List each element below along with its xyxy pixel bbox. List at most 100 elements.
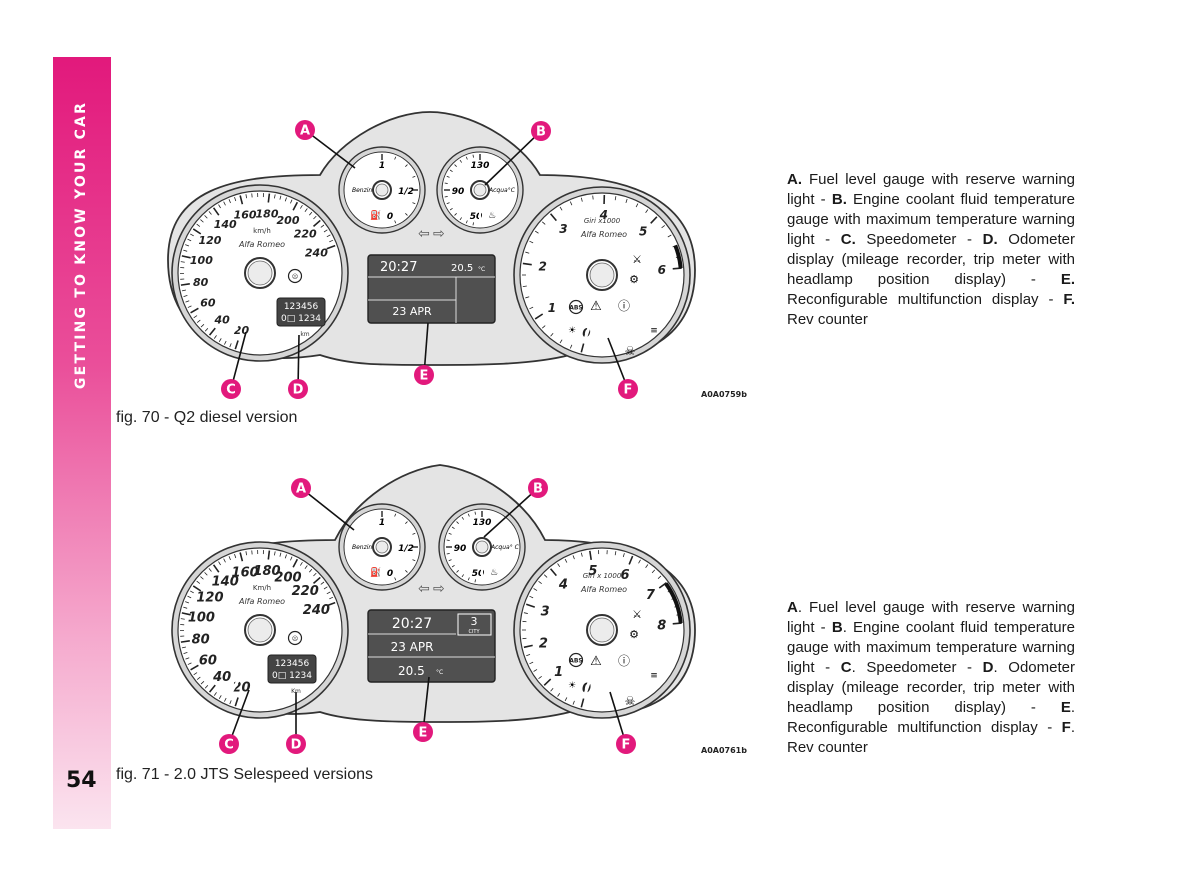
label-e: E	[1060, 699, 1071, 716]
tick-mark	[526, 654, 531, 657]
tick-label: 140	[212, 575, 239, 590]
tick-label: 240	[303, 603, 330, 618]
tick-mark	[465, 156, 468, 160]
tick-mark	[569, 344, 573, 349]
speed-unit: km/h	[253, 227, 271, 235]
tick-mark	[204, 685, 209, 689]
tick-mark	[292, 558, 299, 568]
tick-label: 40	[214, 313, 231, 326]
fuel-tick-full: 1	[379, 161, 385, 171]
tick-mark	[557, 692, 561, 697]
abs-warning-icon-text: ABS	[569, 658, 583, 665]
tick-label: 220	[292, 584, 319, 599]
desc-e: . Reconfigurable multifunction display -	[787, 699, 1075, 736]
tick-mark	[213, 335, 217, 339]
engine-warning-icon: ⚙	[629, 273, 639, 286]
multifunction-display	[367, 254, 496, 324]
tick-mark	[234, 554, 237, 559]
label-b: B.	[831, 191, 847, 208]
callout-letter: A	[296, 482, 306, 497]
tick-mark	[543, 678, 552, 686]
callout-line	[484, 130, 542, 186]
tick-mark	[474, 511, 476, 515]
tick-mark	[208, 568, 212, 572]
callout-letter: D	[293, 383, 304, 398]
tick-mark	[234, 697, 239, 707]
display-gear: 3	[471, 615, 478, 628]
figure-71-description: A. Fuel level gauge with reserve warning…	[787, 598, 1075, 758]
tick-label: 6	[620, 568, 629, 583]
callout-letter: E	[420, 369, 429, 384]
callout-letter: C	[224, 738, 234, 753]
tick-mark	[180, 618, 185, 620]
tick-mark	[467, 513, 470, 517]
label-e: E.	[1060, 271, 1075, 288]
tick-mark	[279, 195, 282, 200]
figure-71-dashboard: 20406080100120140160180200220240Km/hAlfa…	[171, 464, 696, 754]
tick-mark	[412, 202, 416, 205]
tick-mark	[304, 208, 308, 212]
tick-label: 5	[588, 564, 597, 579]
fuel-pump-icon: ⛽	[370, 566, 381, 578]
tick-mark	[180, 639, 190, 643]
tick-label: 120	[196, 590, 223, 605]
odometer-total: 123456	[275, 659, 310, 669]
tick-mark	[525, 251, 530, 254]
tick-mark	[323, 586, 328, 590]
tick-mark	[313, 572, 317, 577]
tick-label: 1	[554, 665, 563, 680]
tick-label: 160	[234, 209, 257, 222]
tick-mark	[412, 175, 416, 178]
temp-tick-mid: 90	[452, 187, 465, 197]
tick-mark	[534, 230, 539, 234]
label-a: A.	[787, 171, 802, 188]
tick-mark	[196, 319, 201, 323]
tick-mark	[192, 585, 202, 592]
tick-mark	[279, 552, 282, 557]
temp-label: Acqua°C	[488, 187, 516, 194]
speed-needle	[229, 286, 262, 338]
tick-mark	[239, 552, 244, 562]
tick-label: 60	[200, 297, 216, 310]
tick-mark	[541, 221, 546, 225]
tick-label: 4	[558, 578, 568, 593]
tick-mark	[218, 561, 221, 566]
tick-mark	[550, 332, 554, 337]
display-temp-unit: °C	[436, 669, 443, 676]
label-f: F.	[1063, 291, 1075, 308]
display-time: 20:27	[392, 616, 432, 632]
tick-mark	[313, 215, 317, 220]
tick-mark	[449, 208, 453, 211]
label-d: D	[982, 659, 994, 676]
abs-warning-icon-text: ABS	[569, 305, 583, 312]
tick-mark	[267, 550, 271, 560]
tick-mark	[559, 206, 563, 211]
tick-mark	[405, 521, 408, 524]
tick-mark	[456, 521, 459, 524]
callout-f	[618, 379, 638, 399]
callout-f	[616, 734, 636, 754]
tick-mark	[645, 209, 649, 213]
seatbelt-warning-icon: ⚔	[632, 608, 642, 621]
tick-mark	[459, 159, 462, 163]
figure-71-caption: fig. 71 - 2.0 JTS Selespeed versions	[116, 766, 374, 783]
desc-a: Fuel level gauge with reserve warning li…	[787, 171, 1075, 208]
brand-logo: Alfa Romeo	[238, 240, 285, 249]
tick-mark	[245, 551, 248, 556]
tick-mark	[309, 568, 313, 573]
brand-logo: Alfa Romeo	[580, 230, 627, 239]
tick-mark	[190, 307, 199, 314]
tick-mark	[533, 588, 538, 591]
tick-mark	[559, 339, 563, 344]
tick-mark	[189, 590, 194, 594]
tick-label: 4	[599, 208, 608, 222]
tick-mark	[187, 662, 192, 665]
callout-e	[414, 365, 434, 385]
tick-mark	[228, 556, 231, 561]
speed-unit: Km/h	[253, 584, 271, 592]
tick-mark	[223, 201, 226, 206]
tick-mark	[299, 204, 303, 209]
tick-mark	[274, 551, 276, 556]
fuel-label: Benzina	[352, 187, 376, 194]
tick-label: 6	[658, 263, 666, 277]
